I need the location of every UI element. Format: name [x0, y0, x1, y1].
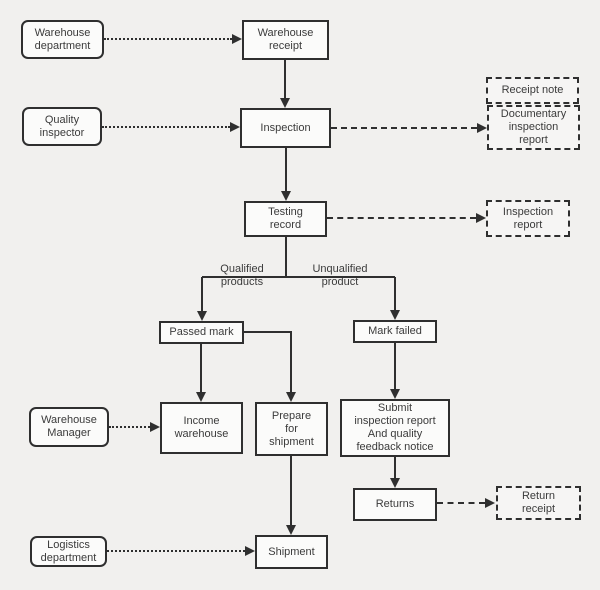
connector-logistics-to-shipment [107, 550, 245, 552]
arrowhead-down-icon [196, 392, 206, 402]
node-warehouse-receipt: Warehouse receipt [242, 20, 329, 60]
arrowhead-right-icon [245, 546, 255, 556]
connector-branch-to-passed-mark [201, 277, 203, 311]
connector-submit-to-returns [394, 457, 396, 478]
arrowhead-right-icon [230, 122, 240, 132]
node-receipt-note: Receipt note [486, 77, 579, 104]
arrowhead-down-icon [390, 478, 400, 488]
arrowhead-down-icon [286, 392, 296, 402]
connector-returns-to-return-receipt [437, 502, 485, 504]
node-logistics-department: Logistics department [30, 536, 107, 567]
node-passed-mark: Passed mark [159, 321, 244, 344]
connector-receipt-to-inspection [284, 60, 286, 98]
connector-warehouse-manager-to-income [109, 426, 150, 428]
arrowhead-right-icon [150, 422, 160, 432]
node-returns: Returns [353, 488, 437, 521]
node-mark-failed: Mark failed [353, 320, 437, 343]
connector-mark-failed-to-submit [394, 343, 396, 389]
arrowhead-down-icon [390, 310, 400, 320]
node-inspection: Inspection [240, 108, 331, 148]
connector-passed-mark-to-prepare-h [244, 331, 291, 333]
node-shipment: Shipment [255, 535, 328, 569]
connector-testing-to-inspection-report [327, 217, 476, 219]
arrowhead-right-icon [477, 123, 487, 133]
node-testing-record: Testing record [244, 201, 327, 237]
arrowhead-down-icon [281, 191, 291, 201]
node-inspection-report: Inspection report [486, 200, 570, 237]
connector-passed-mark-to-income [200, 344, 202, 392]
edge-label-qualified-products: Qualified products [220, 263, 264, 288]
connector-testing-to-branch [285, 237, 287, 278]
connector-inspection-to-testing [285, 148, 287, 191]
edge-label-unqualified-product: Unqualified product [312, 263, 368, 288]
node-warehouse-department: Warehouse department [21, 20, 104, 59]
node-quality-inspector: Quality inspector [22, 107, 102, 146]
arrowhead-down-icon [197, 311, 207, 321]
connector-branch-horizontal [202, 276, 395, 278]
connector-warehouse-dept-to-receipt [104, 38, 232, 40]
connector-branch-to-mark-failed [394, 277, 396, 310]
arrowhead-right-icon [476, 213, 486, 223]
connector-passed-mark-to-prepare-v [290, 331, 292, 392]
node-income-warehouse: Income warehouse [160, 402, 243, 454]
node-submit-report: Submit inspection report And quality fee… [340, 399, 450, 457]
arrowhead-right-icon [485, 498, 495, 508]
arrowhead-right-icon [232, 34, 242, 44]
node-documentary-inspection-report: Documentary inspection report [487, 105, 580, 150]
node-return-receipt: Return receipt [496, 486, 581, 520]
arrowhead-down-icon [390, 389, 400, 399]
node-prepare-shipment: Prepare for shipment [255, 402, 328, 456]
node-warehouse-manager: Warehouse Manager [29, 407, 109, 447]
connector-prepare-to-shipment [290, 456, 292, 525]
arrowhead-down-icon [286, 525, 296, 535]
connector-quality-inspector-to-inspection [102, 126, 230, 128]
arrowhead-down-icon [280, 98, 290, 108]
connector-inspection-to-documentary-report [331, 127, 477, 129]
